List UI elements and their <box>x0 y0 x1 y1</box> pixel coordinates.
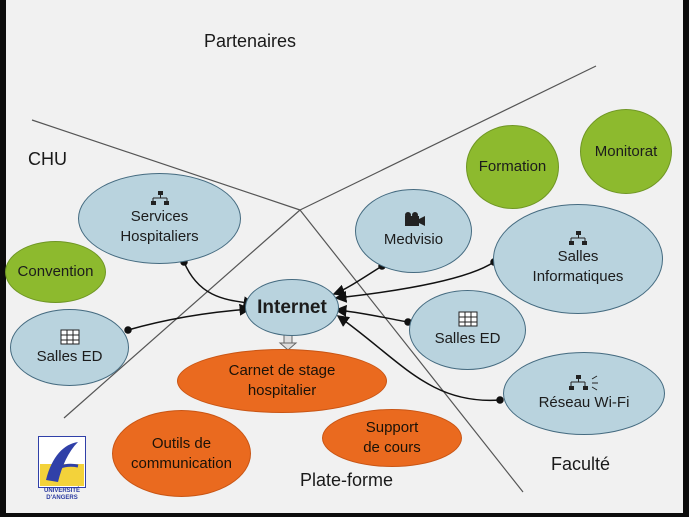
video-camera-icon <box>404 212 425 226</box>
node-support-de-cours: Support de cours <box>322 409 462 467</box>
node-wifi-label: Réseau Wi-Fi <box>538 393 630 411</box>
link-salles-info-internet <box>334 258 498 303</box>
link-services-internet <box>180 258 256 309</box>
link-wifi-internet <box>336 315 504 404</box>
node-medvisio-label: Medvisio <box>383 231 444 248</box>
node-salles-ed-right-label: Salles ED <box>434 330 501 347</box>
node-outils-label-1: Outils de <box>151 434 212 452</box>
node-reseau-wifi: Réseau Wi-Fi <box>503 352 665 435</box>
node-services-hospitaliers: Services Hospitaliers <box>78 173 241 264</box>
node-formation: Formation <box>466 125 559 209</box>
node-internet-label: Internet <box>257 296 327 318</box>
frame-left <box>0 0 6 517</box>
zone-label-partenaires: Partenaires <box>204 31 297 51</box>
node-carnet-label-2: hospitalier <box>247 382 317 399</box>
link-salles-ed-right-internet <box>334 304 412 326</box>
network-icon <box>569 231 587 245</box>
divider-line-top-right <box>299 65 597 211</box>
node-outils-communication: Outils de communication <box>112 410 251 497</box>
zone-label-chu: CHU <box>28 149 67 169</box>
node-support-label-2: de cours <box>363 439 421 456</box>
node-carnet-de-stage: Carnet de stage hospitalier <box>177 349 387 413</box>
zone-label-plateforme: Plate-forme <box>300 470 394 490</box>
logo-text-line1: UNIVERSITÉ <box>43 488 80 494</box>
node-salles-info-label-2: Informatiques <box>532 268 624 285</box>
zone-label-faculte: Faculté <box>551 454 611 474</box>
logo-text-line2: D'ANGERS <box>46 495 78 501</box>
node-salles-info-label-1: Salles <box>557 248 599 265</box>
node-convention-label: Convention <box>17 263 94 280</box>
node-formation-label: Formation <box>478 158 547 175</box>
node-salles-informatiques: Salles Informatiques <box>493 204 663 314</box>
grid-icon <box>60 329 79 344</box>
node-monitorat: Monitorat <box>580 109 672 194</box>
universite-angers-logo-icon <box>37 435 87 489</box>
node-services-label-1: Services <box>130 207 189 225</box>
node-outils-label-2: communication <box>131 454 232 472</box>
node-carnet-label-1: Carnet de stage <box>228 362 336 379</box>
node-salles-ed-left: Salles ED <box>10 309 129 386</box>
frame-right <box>683 0 689 517</box>
link-medvisio-internet <box>332 262 386 297</box>
node-support-label-1: Support <box>365 419 419 436</box>
node-salles-ed-right: Salles ED <box>409 290 526 370</box>
network-icon <box>150 190 169 205</box>
node-monitorat-label: Monitorat <box>594 142 658 160</box>
node-medvisio: Medvisio <box>355 189 472 273</box>
divider-line-top-left <box>31 119 301 211</box>
universite-angers-logo: UNIVERSITÉ D'ANGERS <box>37 435 87 506</box>
node-convention: Convention <box>5 241 106 303</box>
frame-bottom <box>0 513 689 517</box>
link-salles-ed-left-internet <box>124 303 252 334</box>
node-services-label-2: Hospitaliers <box>120 227 199 245</box>
node-internet: Internet <box>245 279 339 336</box>
wifi-network-icon <box>569 374 598 390</box>
logo-text: UNIVERSITÉ D'ANGERS <box>38 488 86 502</box>
grid-icon <box>458 311 477 327</box>
node-salles-ed-left-label: Salles ED <box>36 347 103 365</box>
